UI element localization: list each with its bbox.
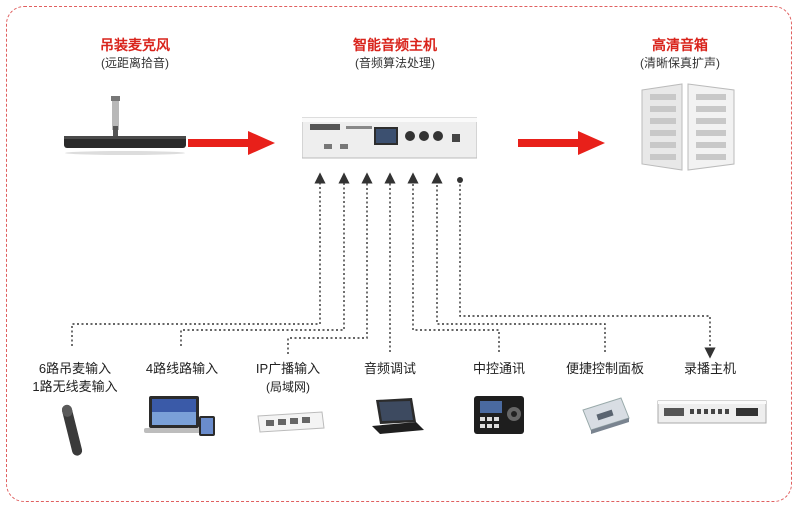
laptop-tablet-icon xyxy=(144,396,215,436)
hanging-microphone-icon xyxy=(64,96,186,155)
wireless-mic-icon xyxy=(61,404,83,456)
input-label-6: 便捷控制面板 xyxy=(565,361,644,376)
button-panel-icon xyxy=(582,397,630,434)
speaker-icon xyxy=(641,83,735,171)
speaker-title: 高清音箱 xyxy=(652,37,708,53)
input-label-4: 音频调试 xyxy=(363,361,416,376)
mic-subtitle: (远距离拾音) xyxy=(101,56,169,70)
input-label-1-line2: 1路无线麦输入 xyxy=(32,379,118,394)
host-subtitle: (音频算法处理) xyxy=(355,56,435,70)
input-label-1-line1: 6路吊麦输入 xyxy=(38,361,112,376)
host-title: 智能音频主机 xyxy=(353,37,437,53)
laptop-icon xyxy=(372,398,424,434)
input-label-7: 录播主机 xyxy=(683,361,736,376)
input-label-3: IP广播输入 (局域网) xyxy=(244,360,332,396)
input-label-2: 4路线路输入 xyxy=(145,361,219,376)
mic-title: 吊装麦克风 xyxy=(100,37,170,53)
red-arrow-mic-to-host xyxy=(188,131,275,155)
rack-audio-host-icon xyxy=(302,117,477,159)
input-label-3-line2: (局域网) xyxy=(266,380,310,394)
red-arrow-host-to-speaker xyxy=(518,131,605,155)
input-label-3-line1: IP广播输入 xyxy=(255,361,321,376)
recording-host-icon xyxy=(657,400,767,424)
control-panel-icon xyxy=(474,396,524,434)
network-switch-icon xyxy=(257,411,325,433)
diagram-frame xyxy=(6,6,792,502)
input-label-1: 6路吊麦输入 1路无线麦输入 xyxy=(20,360,130,396)
input-label-5: 中控通讯 xyxy=(472,361,525,376)
speaker-subtitle: (清晰保真扩声) xyxy=(640,56,720,70)
